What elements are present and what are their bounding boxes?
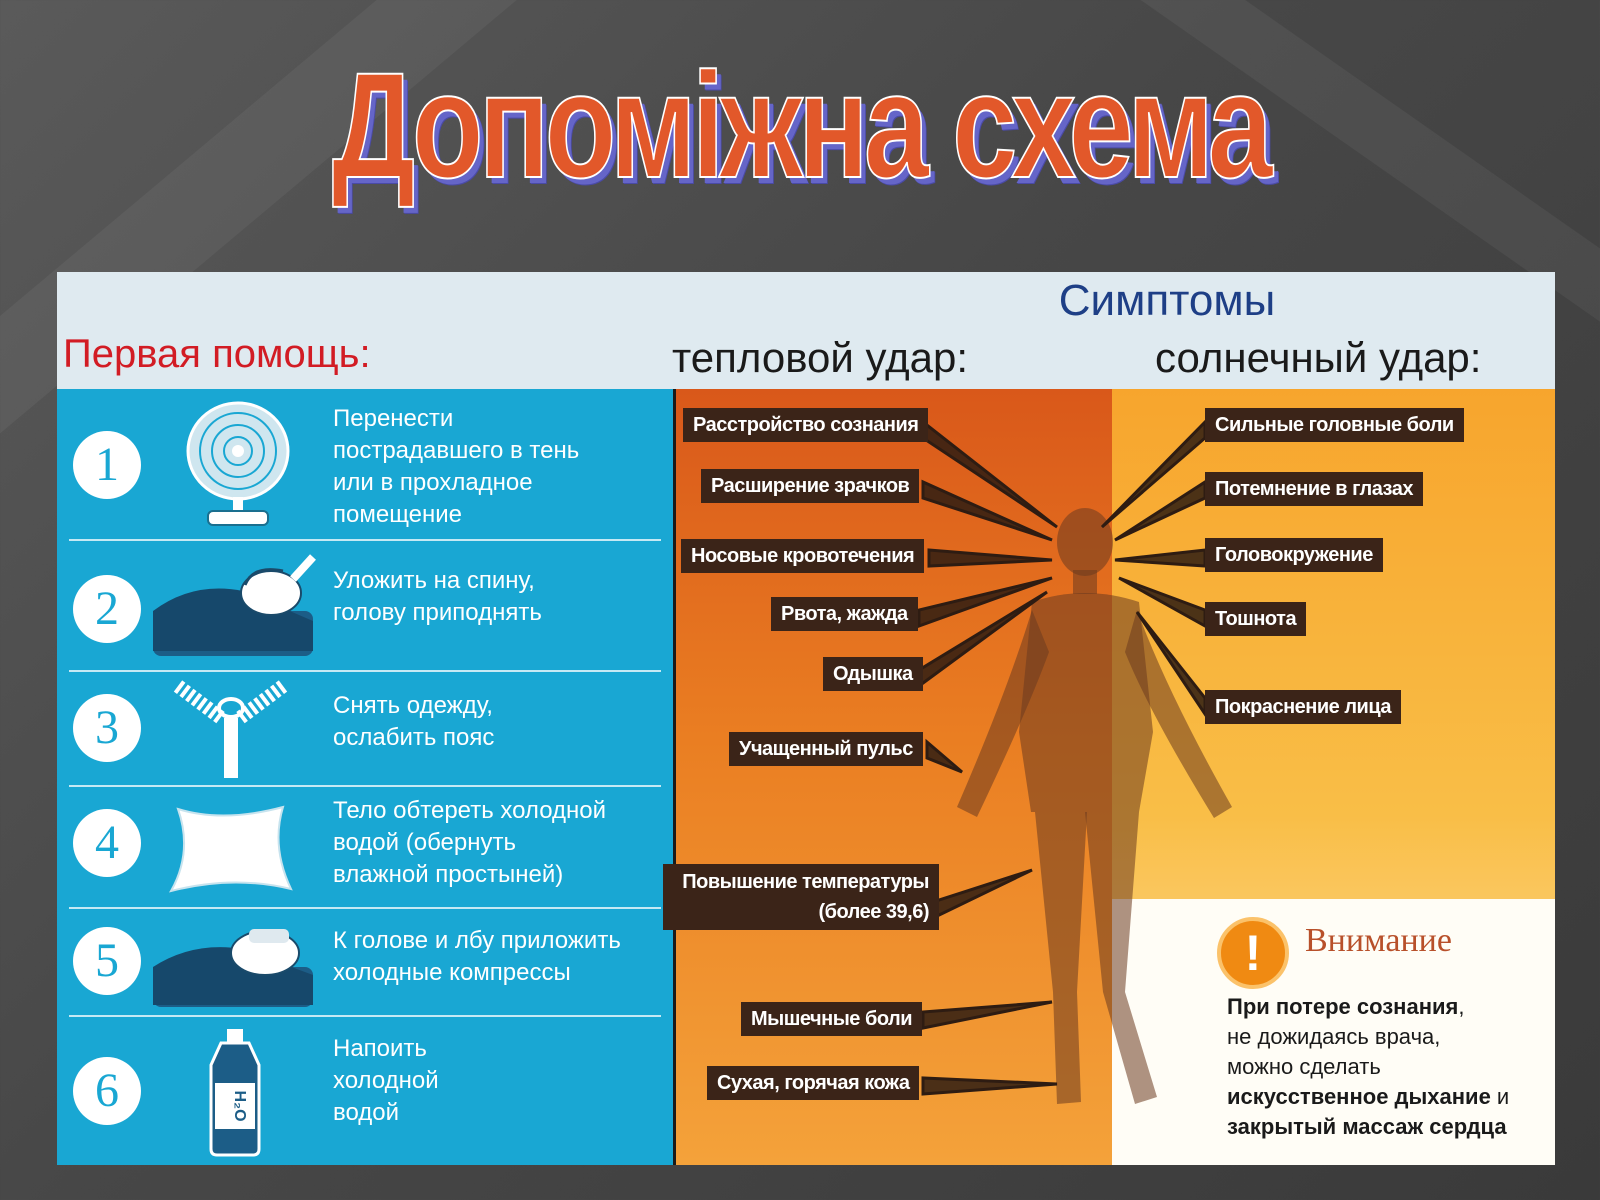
step-row-3: 3 Снять одежду, ослабить пояс — [57, 672, 673, 787]
sun-symptom: Потемнение в глазах — [1205, 472, 1423, 506]
step-number: 2 — [73, 575, 141, 643]
step-line: помещение — [333, 501, 463, 528]
sheet-icon — [168, 805, 293, 893]
step-line: водой — [333, 1099, 400, 1126]
warning-line: искусственное дыхание — [1227, 1084, 1491, 1109]
step-divider — [69, 670, 661, 672]
heat-symptom: Одышка — [823, 657, 923, 691]
water-bottle-icon: H₂O — [209, 1029, 261, 1157]
step-row-2: 2 Уложить на спину, голову приподнять — [57, 541, 673, 672]
first-aid-heading: Первая помощь: — [63, 332, 371, 376]
first-aid-column: 1 Перенести пострадавшего в тень или в п… — [57, 389, 673, 1165]
warning-line: закрытый массаж сердца — [1227, 1114, 1507, 1139]
warning-text: При потере сознания, не дожидаясь врача,… — [1227, 992, 1555, 1142]
step-divider — [69, 539, 661, 541]
bottle-label: H₂O — [231, 1090, 248, 1121]
warning-icon: ! — [1217, 917, 1289, 989]
step-text: К голове и лбу приложить холодные компре… — [333, 925, 663, 989]
step-number: 3 — [73, 694, 141, 762]
step-number: 6 — [73, 1057, 141, 1125]
step-row-6: 6 H₂O Напоить холодной водой — [57, 1017, 673, 1165]
step-line: холодной — [333, 1067, 439, 1094]
step-line: холодные компрессы — [333, 959, 571, 986]
warning-line: При потере сознания — [1227, 994, 1459, 1019]
symptoms-heading: Симптомы — [1058, 276, 1276, 325]
heat-symptom: Учащенный пульс — [729, 732, 923, 766]
step-line: пострадавшего в тень — [333, 437, 580, 464]
heat-symptom: Расширение зрачков — [701, 469, 920, 503]
step-text: Уложить на спину, голову приподнять — [333, 565, 663, 629]
step-text: Напоить холодной водой — [333, 1033, 663, 1129]
fan-icon — [186, 401, 290, 526]
header-band — [57, 272, 1555, 389]
step-number: 5 — [73, 927, 141, 995]
step-line: Перенести — [333, 405, 454, 432]
step-row-5: 5 К голове и лбу приложить холодные комп… — [57, 909, 673, 1017]
step-line: Напоить — [333, 1035, 427, 1062]
step-divider — [69, 907, 661, 909]
sun-symptom: Сильные головные боли — [1205, 408, 1464, 442]
heat-symptom: Расстройство сознания — [683, 408, 929, 442]
warning-line: можно сделать — [1227, 1054, 1381, 1079]
warning-title: Внимание — [1305, 922, 1452, 959]
warning-line: , — [1458, 994, 1465, 1019]
compress-head-icon — [153, 929, 313, 1007]
sun-symptom: Тошнота — [1205, 602, 1307, 636]
heat-stroke-column — [676, 389, 1112, 1165]
step-row-1: 1 Перенести пострадавшего в тень или в п… — [57, 389, 673, 541]
heat-symptom: Сухая, горячая кожа — [707, 1066, 920, 1100]
step-line: Тело обтереть холодной — [333, 797, 607, 824]
step-divider — [69, 1015, 661, 1017]
zipper-icon — [173, 680, 288, 778]
step-number: 1 — [73, 431, 141, 499]
step-text: Тело обтереть холодной водой (обернуть в… — [333, 795, 663, 891]
step-line: водой (обернуть — [333, 829, 516, 856]
step-number: 4 — [73, 809, 141, 877]
step-row-4: 4 Тело обтереть холодной водой (обернуть… — [57, 787, 673, 909]
lying-head-icon — [153, 554, 316, 656]
heat-symptom: Повышение температуры (более 39,6) — [663, 864, 939, 930]
heat-stroke-heading: тепловой удар: — [672, 334, 969, 381]
heat-symptom: Носовые кровотечения — [681, 539, 925, 573]
step-line: или в прохладное — [333, 469, 533, 496]
step-line: влажной простыней) — [333, 861, 564, 888]
step-text: Снять одежду, ослабить пояс — [333, 690, 663, 754]
step-line: Уложить на спину, — [333, 567, 535, 594]
heat-symptom: Рвота, жажда — [771, 597, 918, 631]
step-line: ослабить пояс — [333, 724, 495, 751]
step-text: Перенести пострадавшего в тень или в про… — [333, 403, 663, 531]
sun-symptom: Покраснение лица — [1205, 690, 1401, 724]
step-line: К голове и лбу приложить — [333, 927, 621, 954]
column-separator — [673, 389, 676, 1165]
step-line: Снять одежду, — [333, 692, 493, 719]
heat-symptom: Мышечные боли — [741, 1002, 923, 1036]
warning-line: не дожидаясь врача, — [1227, 1024, 1441, 1049]
infographic-panel: Симптомы Первая помощь: тепловой удар: с… — [57, 272, 1555, 1165]
step-line: голову приподнять — [333, 599, 542, 626]
slide-title: Допоміжна схема — [331, 40, 1273, 210]
step-divider — [69, 785, 661, 787]
sun-stroke-heading: солнечный удар: — [1155, 334, 1482, 381]
sun-symptom: Головокружение — [1205, 538, 1383, 572]
warning-area — [1112, 899, 1555, 1165]
warning-line: и — [1490, 1084, 1510, 1109]
